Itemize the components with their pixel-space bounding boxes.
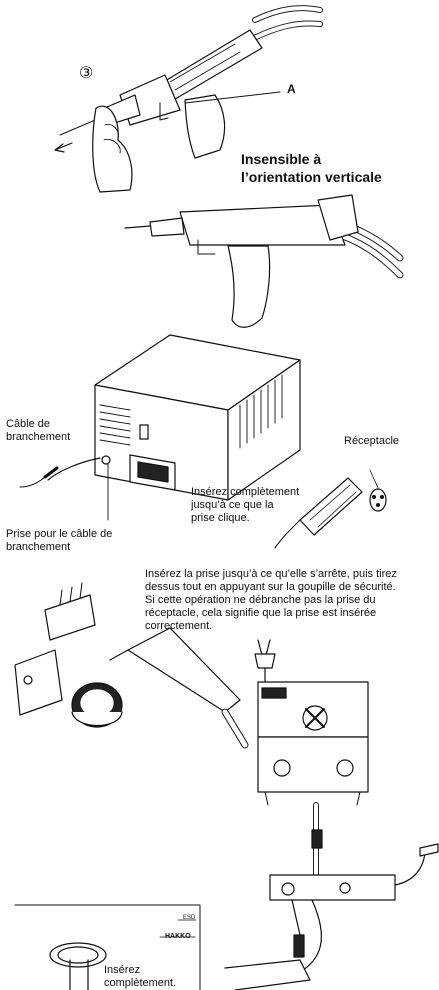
insert-click-label: Insérez complètement jusqu’à ce que la p…	[191, 486, 300, 524]
iron-holder-illustration	[14, 582, 123, 728]
jack-label: Prise pour le câble de branchement	[6, 528, 113, 553]
station-front-illustration	[254, 639, 369, 806]
controller-box-illustration	[224, 802, 439, 990]
receptacle-label: Réceptacle	[344, 435, 400, 447]
esd-mark: ESD	[183, 915, 196, 921]
control-station-illustration	[19, 334, 301, 521]
desoldering-gun-hand-illustration	[54, 5, 323, 193]
bottom-insert-label: Insérez complètement.	[104, 964, 177, 989]
cable-label: Câble de branchement	[6, 418, 71, 443]
callout-a: A	[287, 82, 296, 96]
step-marker: ③	[79, 65, 94, 82]
desoldering-gun-bottom-illustration	[109, 627, 249, 749]
plug-and-receptacle-illustration	[274, 469, 387, 549]
instruction-paragraph: Insérez la prise jusqu’à ce qu’elle s’ar…	[145, 568, 397, 632]
vertical-orientation-heading: Insensible à l’orientation verticale	[241, 151, 382, 185]
brand-logo: HAKKO	[165, 933, 191, 940]
receptacle-closeup-illustration	[14, 904, 201, 990]
desoldering-gun-side-illustration	[124, 194, 404, 328]
